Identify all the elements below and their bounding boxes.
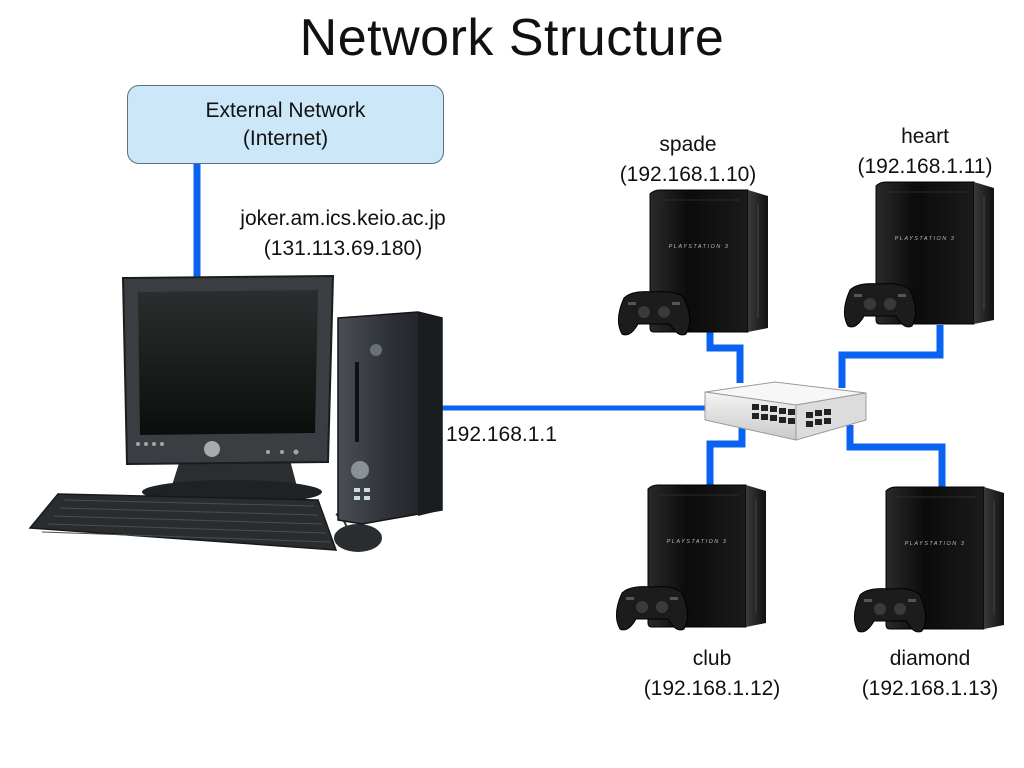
network-switch-icon: [704, 381, 867, 441]
club-link: [706, 420, 746, 485]
device-name: diamond: [889, 647, 971, 670]
console-brand: PLAYSTATION 3: [667, 539, 728, 545]
device-label-club: club (192.168.1.12): [622, 644, 802, 704]
mouse: [334, 524, 382, 552]
device-name: heart: [901, 125, 949, 148]
device-label-diamond: diamond (192.168.1.13): [840, 644, 1020, 704]
consoles: PLAYSTATION 3 PLAYSTATION 3 PLAYSTATION 3 P…: [616, 181, 1004, 633]
gamepad-icon: [844, 283, 916, 328]
monitor-logo: [204, 441, 220, 457]
gateway-label: joker.am.ics.keio.ac.jp (131.113.69.180): [208, 204, 478, 264]
switch-side: [795, 392, 867, 441]
external-network-sublabel: (Internet): [242, 126, 329, 150]
gateway-lan-ip: 192.168.1.1: [446, 423, 557, 446]
switch-ports: [752, 404, 831, 427]
gamepad-icon: [618, 291, 690, 336]
external-network-box: External Network (Internet): [127, 85, 444, 164]
console-brand: PLAYSTATION 3: [895, 236, 956, 242]
device-ip: (192.168.1.10): [619, 163, 757, 186]
gateway-hostname: joker.am.ics.keio.ac.jp: [240, 207, 446, 230]
device-label-spade: spade (192.168.1.10): [598, 130, 778, 190]
game-console-club: PLAYSTATION 3: [616, 484, 766, 631]
gateway-public-ip: (131.113.69.180): [263, 237, 423, 260]
device-ip: (192.168.1.11): [857, 155, 993, 178]
game-console-diamond: PLAYSTATION 3: [854, 486, 1004, 633]
gamepad-icon: [854, 588, 926, 633]
gamepad-icon: [616, 586, 688, 631]
device-ip: (192.168.1.12): [643, 677, 781, 700]
device-name: spade: [659, 133, 717, 156]
console-brand: PLAYSTATION 3: [669, 244, 730, 250]
console-brand: PLAYSTATION 3: [905, 541, 966, 547]
desktop-pc-icon: [28, 274, 443, 552]
device-ip: (192.168.1.13): [861, 677, 999, 700]
game-console-spade: PLAYSTATION 3: [618, 189, 768, 336]
heart-link: [838, 325, 944, 388]
device-label-heart: heart (192.168.1.11): [835, 122, 1015, 182]
external-network-label: External Network: [205, 98, 366, 122]
page-title: Network Structure: [299, 9, 725, 67]
diamond-link: [846, 425, 946, 488]
keyboard: [28, 493, 338, 551]
network-links: [193, 164, 946, 488]
spade-link: [706, 330, 744, 383]
game-console-heart: PLAYSTATION 3: [844, 181, 994, 328]
monitor-screen: [138, 290, 318, 435]
device-name: club: [692, 647, 732, 670]
